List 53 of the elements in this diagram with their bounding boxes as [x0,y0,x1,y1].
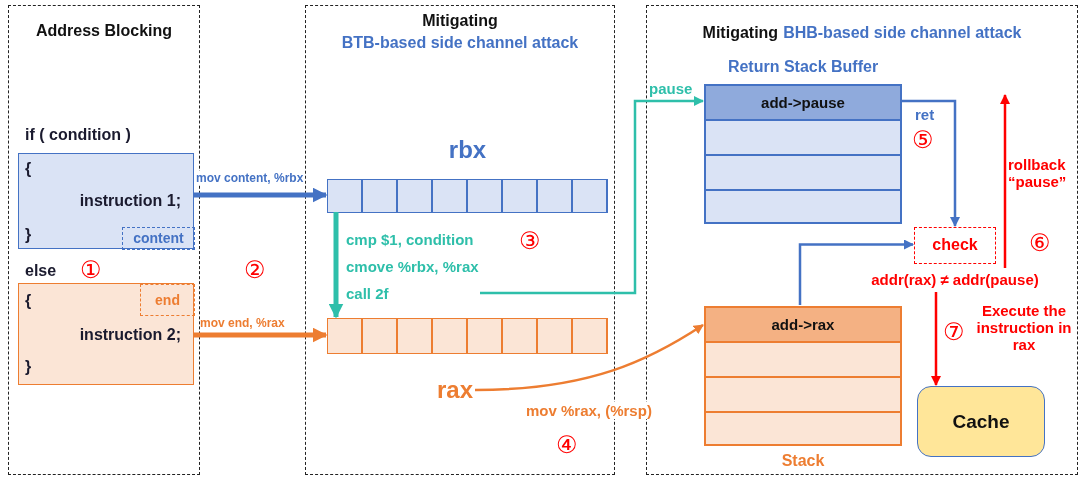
step-number: ① [80,258,102,282]
stack-entry: add->rax [706,308,900,341]
code-brace: } [25,226,32,244]
code-brace: } [25,358,32,376]
edge-label: mov content, %rbx [196,171,304,185]
code-keyword: if ( condition ) [25,126,131,144]
operand-label: content [132,230,185,246]
register-name: rbx [447,136,488,164]
edge-label: mov %rax, (%rsp) [526,402,652,419]
edge-label: mov end, %rax [200,316,285,330]
code-keyword: else [25,262,57,280]
code-line: instruction 1; [79,192,181,210]
register-row [327,318,608,354]
stack-entry: add->pause [706,86,900,119]
check-box [914,227,996,264]
check-label: check [931,236,979,254]
arrow [193,327,328,343]
instruction-text: cmove %rbx, %rax [346,258,479,275]
buffer-title: Return Stack Buffer [726,58,880,76]
arrow [474,323,704,392]
condition-text: addr(rax) ≠ addr(pause) [870,271,1040,288]
step-number: ② [244,258,266,282]
code-brace: { [25,292,32,310]
register-name-text: rax [437,376,474,404]
edge-label: Execute the instruction in rax [975,302,1073,353]
panel-subtitle: BTB-based side channel attack [340,34,580,52]
code-brace: { [25,160,32,178]
panel-subtitle: BHB-based side channel attack [783,24,1022,42]
panel-title: Address Blocking [35,22,173,40]
step-number: ④ [556,433,578,457]
arrow [480,96,704,295]
panel-title: Mitigating [702,24,779,42]
arrow [901,99,960,227]
cache-label: Cache [951,411,1011,433]
instruction-text: cmp $1, condition [346,231,474,248]
cache-box [917,386,1045,457]
arrow [328,212,344,319]
step-number: ⑥ [1029,231,1051,255]
panel-title: Mitigating [421,12,499,30]
arrow [931,292,941,386]
step-number: ⑤ [912,128,934,152]
arrow [798,239,914,305]
edge-label: rollback “pause” [1008,156,1068,190]
step-number: ③ [519,229,541,253]
operand-box [122,227,195,250]
step-number: ⑦ [943,320,965,344]
operand-box [140,284,195,316]
buffer-title: Stack [780,452,826,470]
operand-label: end [154,292,181,308]
arrow [1000,94,1010,268]
code-line: instruction 2; [79,326,181,344]
arrow [193,187,328,203]
instruction-text: call 2f [346,285,389,302]
